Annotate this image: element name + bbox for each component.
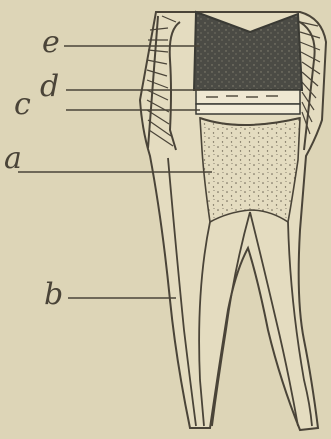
base-layer [196,104,300,114]
label-e: e [42,25,60,60]
label-a: a [4,141,22,176]
label-d: d [40,69,59,104]
label-c: c [14,87,31,122]
label-b: b [44,277,63,312]
pulp-chamber [200,118,300,222]
